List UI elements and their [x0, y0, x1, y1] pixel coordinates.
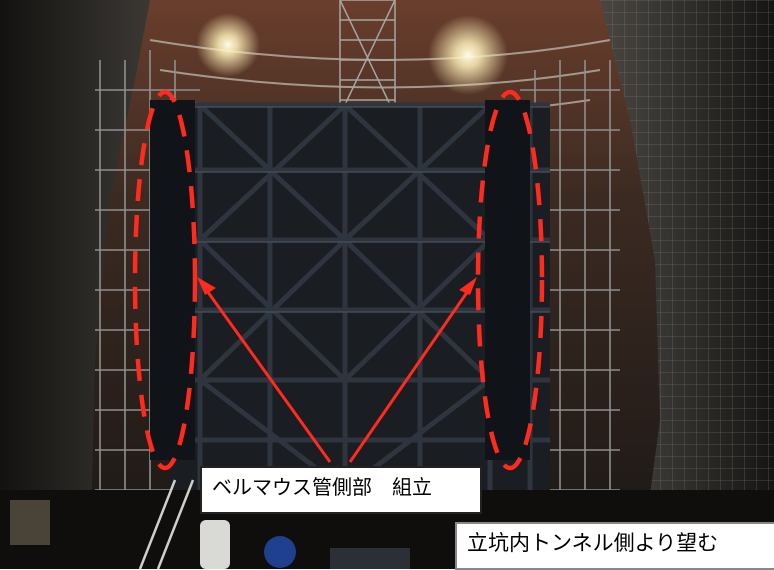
- floor-equipment: [10, 479, 410, 569]
- highlight-ellipse-right: [475, 89, 545, 471]
- left-rock-wall: [0, 0, 150, 569]
- pointer-arrows: [197, 277, 477, 463]
- right-wall-mesh: [600, 0, 774, 569]
- left-scaffolding: [95, 50, 200, 520]
- view-direction-caption: 立坑内トンネル側より望む: [455, 522, 774, 570]
- bellmouth-assembly-label: ベルマウス管側部 組立: [200, 466, 482, 514]
- highlight-ellipse-left: [132, 89, 198, 471]
- bellmouth-side-right: [485, 100, 530, 460]
- lamp-right: [428, 15, 508, 95]
- steel-frame-highlights: [170, 106, 550, 313]
- right-scaffolding: [520, 60, 620, 540]
- lamp-left: [196, 13, 260, 77]
